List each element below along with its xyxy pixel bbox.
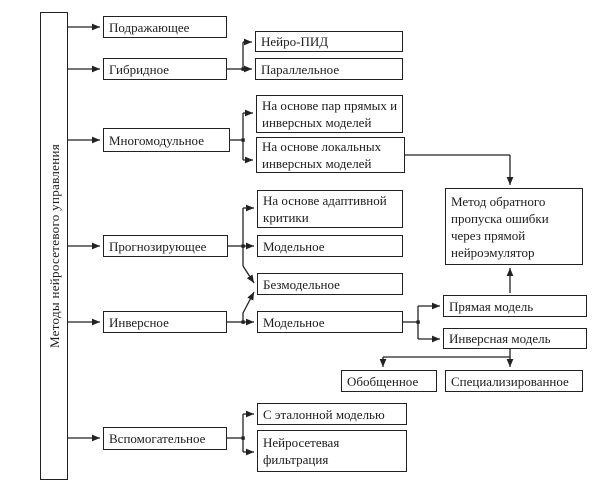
node-neuro-pid: Нейро-ПИД: [255, 31, 403, 52]
node-model-free: Безмодельное: [257, 273, 403, 295]
node-direct-model: Прямая модель: [443, 295, 587, 317]
node-auxiliary: Вспомогательное: [103, 427, 227, 450]
node-generalized: Обобщенное: [341, 370, 437, 392]
node-root-label: Методы нейросетевого управления: [46, 143, 62, 348]
predictive-branch: [228, 204, 255, 284]
node-predictive: Прогнозирующее: [103, 235, 228, 257]
junction-dots: [241, 67, 420, 440]
inverse-model-split: [379, 349, 514, 367]
root-branch-arrows: [68, 23, 100, 442]
node-backprop-method: Метод обратного пропуска ошибки через пр…: [445, 188, 583, 265]
node-model-predictive: Модельное: [257, 235, 403, 257]
node-pairs-models: На основе пар прямых и инверсных моделей: [256, 95, 403, 133]
local-inverse-to-method: [405, 154, 514, 185]
node-reference-model: С эталонной моделью: [257, 403, 407, 425]
node-parallel: Параллельное: [255, 58, 403, 80]
node-local-inverse: На основе локальных инверсных моделей: [256, 137, 405, 173]
node-root: Методы нейросетевого управления: [40, 12, 68, 480]
node-imitating: Подражающее: [103, 16, 227, 38]
node-inverse: Инверсное: [103, 311, 227, 333]
node-multimodule: Многомодульное: [103, 128, 230, 152]
inverse-branch: [227, 291, 255, 326]
node-model-inverse: Модельное: [257, 311, 403, 333]
node-inverse-model: Инверсная модель: [443, 328, 587, 349]
node-hybrid: Гибридное: [103, 58, 227, 80]
node-neural-filtering: Нейросетевая фильтрация: [257, 430, 407, 472]
hybrid-branch: [227, 38, 252, 73]
node-specialized: Специализированное: [445, 370, 583, 392]
node-adaptive-critic: На основе адаптивной критики: [257, 190, 403, 228]
auxiliary-branch: [227, 410, 254, 456]
model-inverse-split: [403, 302, 440, 343]
multimodule-branch: [230, 109, 253, 164]
